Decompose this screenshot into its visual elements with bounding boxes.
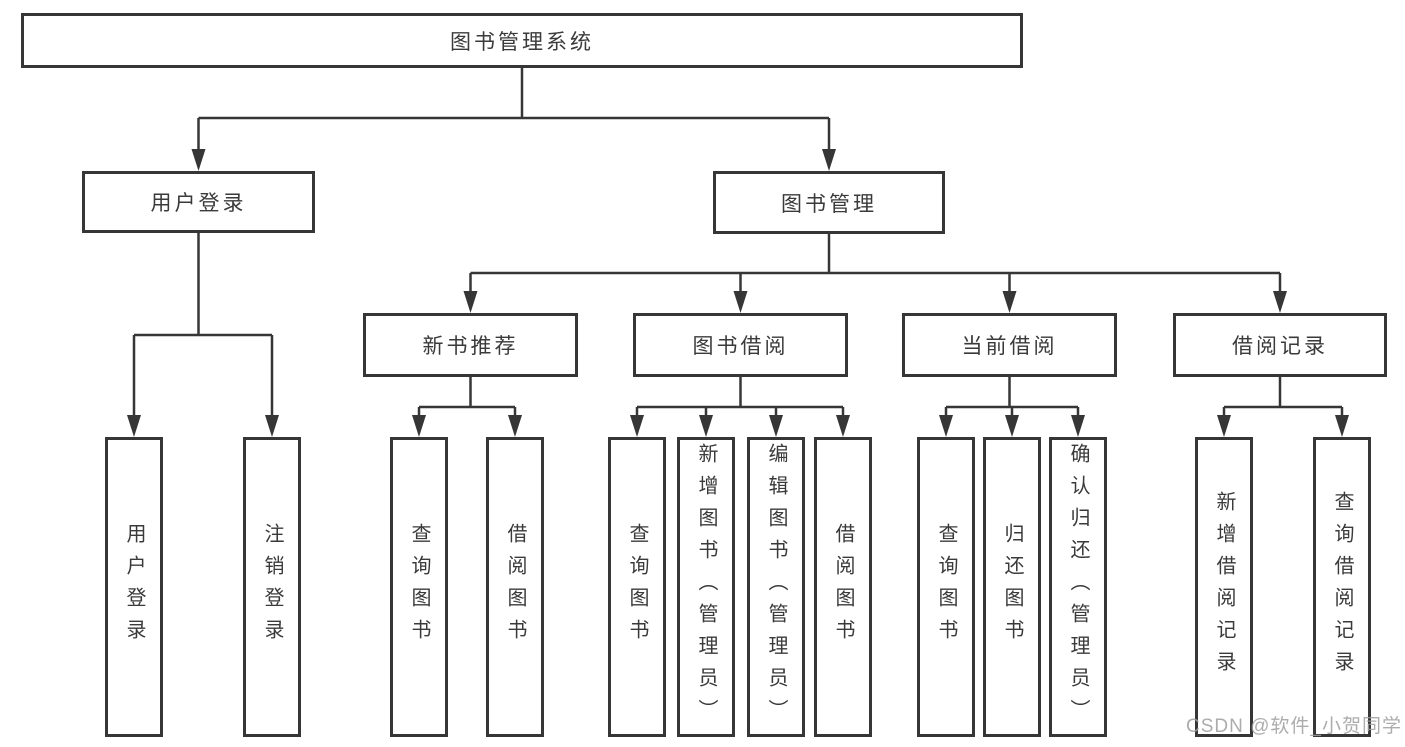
leaf-edit-book-admin: 编辑图书（管理员） — [747, 437, 805, 737]
node-borrowing-records: 借阅记录 — [1173, 313, 1387, 377]
leaf-confirm-return-admin: 确认归还（管理员） — [1049, 437, 1107, 737]
node-new-book-recommendation: 新书推荐 — [363, 313, 578, 377]
node-book-borrowing: 图书借阅 — [633, 313, 848, 377]
leaf-search-books-borrowing: 查询图书 — [608, 437, 666, 737]
leaf-search-borrow-record: 查询借阅记录 — [1313, 437, 1371, 737]
node-user-login: 用户登录 — [82, 171, 315, 233]
leaf-return-book: 归还图书 — [983, 437, 1041, 737]
leaf-search-books-recommend: 查询图书 — [390, 437, 448, 737]
leaf-add-borrow-record: 新增借阅记录 — [1195, 437, 1253, 737]
leaf-borrow-books-recommend: 借阅图书 — [486, 437, 544, 737]
leaf-borrow-books-borrowing: 借阅图书 — [814, 437, 872, 737]
leaf-search-books-current: 查询图书 — [917, 437, 975, 737]
csdn-watermark: CSDN @软件_小贺同学 — [1186, 716, 1402, 737]
leaf-logout: 注销登录 — [243, 437, 301, 737]
leaf-user-login: 用户登录 — [105, 437, 163, 737]
node-library-management-system: 图书管理系统 — [21, 13, 1023, 68]
node-current-borrowing: 当前借阅 — [902, 313, 1117, 377]
node-book-management: 图书管理 — [713, 171, 945, 234]
leaf-add-book-admin: 新增图书（管理员） — [677, 437, 735, 737]
